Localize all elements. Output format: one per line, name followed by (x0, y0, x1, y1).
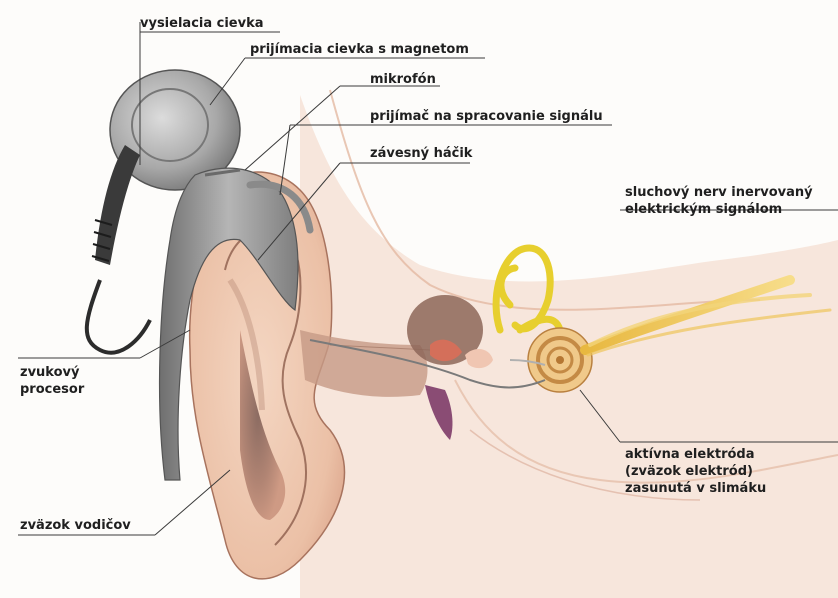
label-ear-hook: závesný háčik (370, 145, 472, 162)
label-auditory-nerve: sluchový nerv inervovaný elektrickým sig… (625, 184, 813, 218)
label-signal-receiver: prijímač na spracovanie signálu (370, 108, 603, 125)
label-receiver-coil-magnet: prijímacia cievka s magnetom (250, 41, 469, 58)
label-sound-processor: zvukový procesor (20, 364, 84, 398)
label-active-electrode: aktívna elektróda (zväzok elektród) zasu… (625, 446, 766, 497)
label-lead-bundle: zväzok vodičov (20, 517, 131, 534)
label-microphone: mikrofón (370, 71, 436, 88)
label-transmitter-coil: vysielacia cievka (140, 15, 264, 32)
